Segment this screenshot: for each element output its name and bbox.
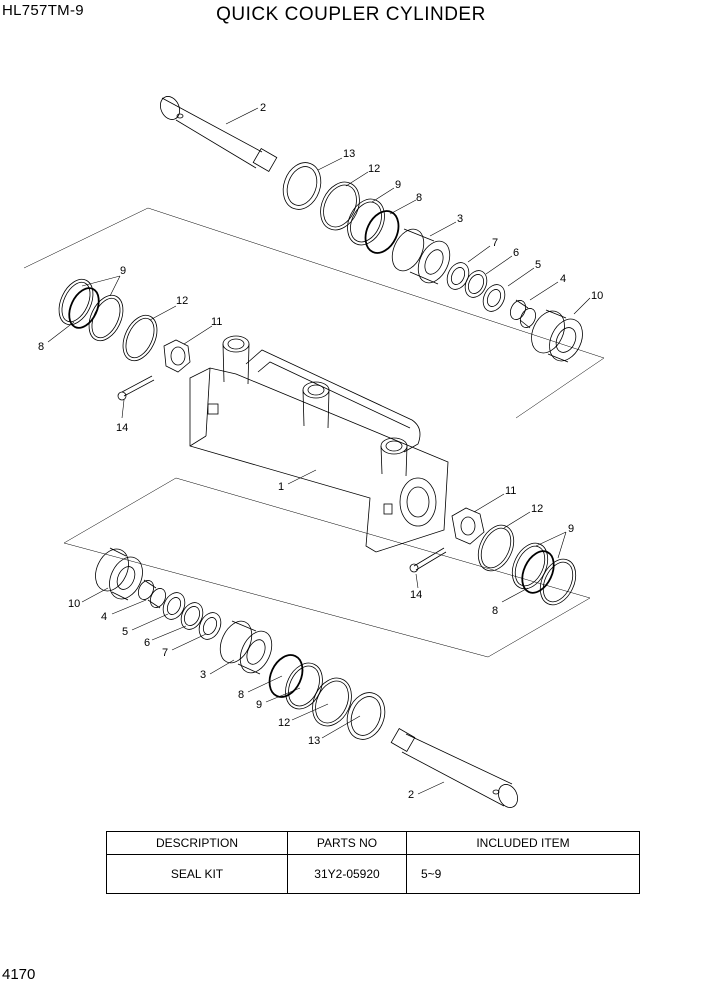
o-ring-right-9b (539, 558, 577, 606)
callout-right-9: 9 (568, 523, 574, 535)
rod-cover-top (391, 228, 451, 285)
cell-parts-no: 31Y2-05920 (287, 854, 407, 894)
callout-bottom-5: 5 (122, 626, 128, 638)
split-pin-right (409, 547, 447, 573)
callout-top-5: 5 (535, 259, 541, 271)
callout-top-8: 8 (416, 192, 422, 204)
piston-bottom (95, 547, 143, 601)
rod-cover-bottom (219, 620, 273, 675)
callout-bottom-8: 8 (238, 689, 244, 701)
bushing-bottom (137, 579, 167, 609)
callout-top-3: 3 (457, 213, 463, 225)
callout-top-4: 4 (560, 273, 566, 285)
o-ring-top-8 (364, 210, 400, 254)
nut-left (163, 339, 191, 373)
callout-left-11: 11 (211, 316, 222, 328)
snap-ring-bottom (346, 692, 386, 740)
o-ring-right-9a (511, 542, 549, 590)
o-ring-left-9b (88, 294, 124, 342)
callout-top-2: 2 (260, 102, 266, 114)
backup-ring-bottom (312, 677, 352, 727)
callout-right-14: 14 (410, 589, 422, 601)
callout-left-8: 8 (38, 341, 44, 353)
callout-body-1: 1 (278, 481, 284, 493)
piston-top (531, 309, 583, 363)
o-ring-bottom-9 (285, 662, 323, 710)
callout-bottom-6: 6 (144, 637, 150, 649)
exploded-parts-diagram: 2 13 12 9 8 3 7 6 5 4 10 9 8 12 11 14 1 … (23, 96, 605, 808)
o-ring-right-8 (521, 550, 555, 594)
callout-bottom-12: 12 (278, 717, 290, 729)
callout-bottom-3: 3 (200, 669, 206, 681)
cell-description: SEAL KIT (106, 854, 288, 894)
seal-bottom-5 (162, 592, 186, 620)
model-number: HL757TM-9 (2, 2, 84, 19)
callout-bottom-13: 13 (308, 735, 320, 747)
callout-bottom-9: 9 (256, 699, 262, 711)
split-pin-left (117, 375, 155, 401)
callout-bottom-2: 2 (408, 789, 414, 801)
backup-ring-top (320, 181, 360, 231)
seal-top-6 (464, 270, 488, 298)
assembly-guide-upper (23, 207, 605, 419)
callout-bottom-4: 4 (101, 611, 107, 623)
seal-bottom-7 (198, 612, 222, 640)
column-header-description: DESCRIPTION (106, 831, 288, 855)
callout-left-12: 12 (176, 295, 188, 307)
o-ring-bottom-8 (268, 654, 304, 698)
o-ring-top-9 (347, 198, 385, 246)
assembly-guide-lower (63, 477, 591, 658)
callout-left-9: 9 (120, 265, 126, 277)
page-title: QUICK COUPLER CYLINDER (216, 4, 486, 25)
page-number: 4170 (2, 966, 36, 983)
seal-bottom-6 (180, 602, 204, 630)
pin-bottom (390, 728, 519, 808)
backup-ring-right (477, 524, 515, 572)
o-ring-left-8 (68, 287, 100, 329)
backup-ring-left (122, 314, 158, 362)
callout-bottom-10: 10 (68, 598, 80, 610)
bushing-top (509, 299, 537, 329)
table-header-row: DESCRIPTION PARTS NO INCLUDED ITEM (106, 831, 640, 855)
snap-ring-top (282, 162, 322, 210)
callout-right-11: 11 (505, 485, 516, 497)
callout-right-12: 12 (531, 503, 543, 515)
callout-top-6: 6 (513, 247, 519, 259)
callout-bottom-7: 7 (162, 647, 168, 659)
callout-right-8: 8 (492, 605, 498, 617)
callout-top-10: 10 (591, 290, 603, 302)
seal-kit-table: DESCRIPTION PARTS NO INCLUDED ITEM SEAL … (106, 831, 640, 894)
callout-top-9: 9 (395, 179, 401, 191)
callout-left-14: 14 (116, 422, 128, 434)
nut-right (451, 507, 485, 545)
callout-top-7: 7 (492, 237, 498, 249)
cell-included-item: 5~9 (406, 854, 640, 894)
o-ring-left-9a (58, 278, 94, 326)
pin-top (159, 96, 278, 172)
callout-top-13: 13 (343, 148, 355, 160)
table-row: SEAL KIT 31Y2-05920 5~9 (106, 854, 640, 894)
seal-top-5 (482, 284, 506, 312)
column-header-included-item: INCLUDED ITEM (406, 831, 640, 855)
callout-top-12: 12 (368, 163, 380, 175)
cylinder-body (189, 335, 449, 553)
column-header-parts-no: PARTS NO (287, 831, 407, 855)
